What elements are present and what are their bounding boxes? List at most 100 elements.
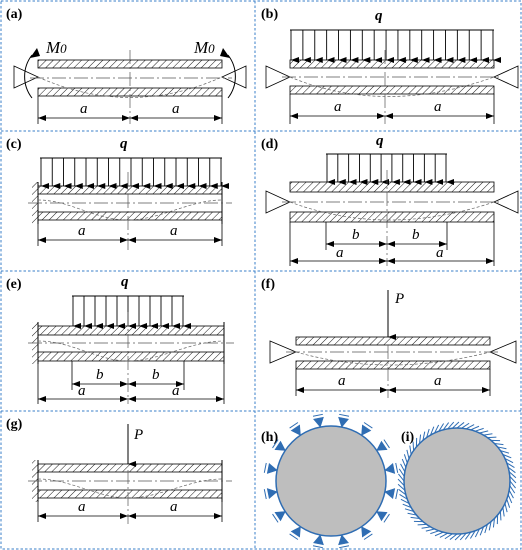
hatch-stroke bbox=[421, 526, 431, 529]
support-base bbox=[339, 413, 350, 417]
hatch-stroke bbox=[508, 471, 517, 479]
support-triangle bbox=[338, 416, 349, 428]
hatch-stroke bbox=[417, 523, 427, 526]
hatch-stroke bbox=[430, 426, 435, 436]
load-label-p: P bbox=[133, 427, 143, 443]
panel-e: (e) q b b a a bbox=[6, 274, 234, 404]
hatch-stroke bbox=[439, 532, 449, 538]
hatch-stroke bbox=[403, 454, 408, 464]
support-triangle bbox=[361, 424, 372, 436]
cross-section-disc bbox=[275, 425, 387, 537]
panel-f: (f) P a a bbox=[261, 277, 517, 398]
distributed-load-arrows bbox=[326, 154, 454, 185]
hatch-stroke bbox=[425, 528, 435, 532]
support-triangle bbox=[274, 440, 286, 451]
hatch-stroke bbox=[499, 511, 502, 521]
moment-arrow-right-head bbox=[220, 48, 230, 58]
deflection-curve bbox=[37, 199, 223, 221]
moment-label-left: M0 bbox=[45, 38, 67, 57]
distributed-load-arrows bbox=[72, 296, 191, 329]
deflection-curve bbox=[295, 351, 491, 366]
support-triangle bbox=[384, 463, 396, 474]
panel-label: (i) bbox=[401, 430, 415, 445]
support-triangle bbox=[274, 511, 286, 522]
panel-c: (c) q a a bbox=[6, 136, 232, 250]
hatch-stroke bbox=[492, 518, 495, 528]
hatch-stroke bbox=[412, 441, 415, 451]
hatch-stroke bbox=[407, 512, 417, 516]
support-base bbox=[383, 439, 390, 449]
hatch-stroke bbox=[447, 421, 455, 430]
support-triangle bbox=[338, 534, 349, 546]
pin-support-left bbox=[265, 65, 291, 89]
panel-d: (d) q b b a a bbox=[261, 133, 519, 266]
hatch-stroke bbox=[479, 430, 489, 434]
hatch-stroke bbox=[398, 473, 405, 482]
dim-label-a-left: a bbox=[334, 99, 342, 115]
beam-bottom-layer bbox=[37, 489, 223, 499]
support-base bbox=[272, 513, 279, 523]
hatch-stroke bbox=[401, 458, 407, 468]
hatch-stroke bbox=[497, 446, 507, 450]
load-label-p: P bbox=[394, 291, 404, 307]
cross-section-disc bbox=[403, 427, 511, 535]
dim-label-a-right: a bbox=[436, 245, 444, 261]
hatch-stroke bbox=[400, 498, 410, 504]
support-triangle bbox=[376, 440, 388, 451]
hatch-stroke bbox=[434, 424, 440, 434]
support-base bbox=[263, 489, 267, 500]
hatch-stroke bbox=[397, 478, 405, 486]
hatch-stroke bbox=[398, 488, 407, 496]
hatch-stroke bbox=[494, 443, 504, 446]
hatch-stroke bbox=[461, 422, 470, 429]
dim-label-a-left: a bbox=[336, 245, 344, 261]
hatch-stroke bbox=[509, 485, 516, 494]
panel-label: (a) bbox=[6, 7, 23, 22]
panel-i: (i) bbox=[397, 421, 517, 541]
support-triangle bbox=[290, 526, 301, 538]
hatch-stroke bbox=[454, 533, 462, 541]
support-base bbox=[395, 462, 399, 473]
beam-bottom-layer bbox=[295, 360, 491, 370]
hatch-stroke bbox=[406, 449, 410, 459]
pin-support-right bbox=[221, 65, 247, 89]
panel-label: (g) bbox=[6, 417, 23, 432]
pin-support-right bbox=[493, 190, 519, 214]
hatch-stroke bbox=[452, 421, 460, 429]
hatch-stroke bbox=[509, 480, 516, 489]
moment-label-right: M0 bbox=[193, 38, 215, 57]
dim-label-a-right: a bbox=[170, 223, 178, 239]
hatch-stroke bbox=[488, 521, 492, 531]
support-triangle bbox=[376, 511, 388, 522]
hatch-stroke bbox=[426, 428, 430, 438]
dim-label-a-right: a bbox=[434, 99, 442, 115]
hatch-stroke bbox=[504, 458, 514, 464]
hatch-stroke bbox=[500, 450, 510, 454]
pin-support-left bbox=[13, 65, 39, 89]
support-base bbox=[363, 533, 373, 540]
support-base bbox=[363, 422, 373, 429]
beam-top-layer bbox=[37, 185, 223, 195]
hatch-stroke bbox=[502, 454, 512, 459]
hatch-stroke bbox=[434, 531, 444, 537]
support-base bbox=[312, 413, 323, 417]
dim-label-b-right: b bbox=[412, 227, 420, 243]
panel-label: (f) bbox=[261, 277, 275, 292]
load-label-q: q bbox=[376, 133, 384, 149]
support-base bbox=[289, 533, 299, 540]
deflection-curve bbox=[37, 76, 223, 98]
distributed-load-arrows bbox=[40, 158, 229, 189]
hatch-stroke bbox=[484, 524, 488, 534]
hatch-stroke bbox=[470, 425, 480, 431]
hatch-stroke bbox=[410, 516, 420, 519]
hatch-stroke bbox=[474, 427, 484, 432]
beam-top-layer bbox=[289, 59, 495, 69]
dim-label-a-left: a bbox=[78, 223, 86, 239]
pin-support-left bbox=[269, 340, 298, 364]
hatch-stroke bbox=[419, 434, 422, 444]
dim-label-a-right: a bbox=[434, 373, 442, 389]
deflection-curve bbox=[289, 201, 495, 221]
hatch-stroke bbox=[483, 433, 493, 436]
deflection-curve bbox=[37, 478, 223, 499]
